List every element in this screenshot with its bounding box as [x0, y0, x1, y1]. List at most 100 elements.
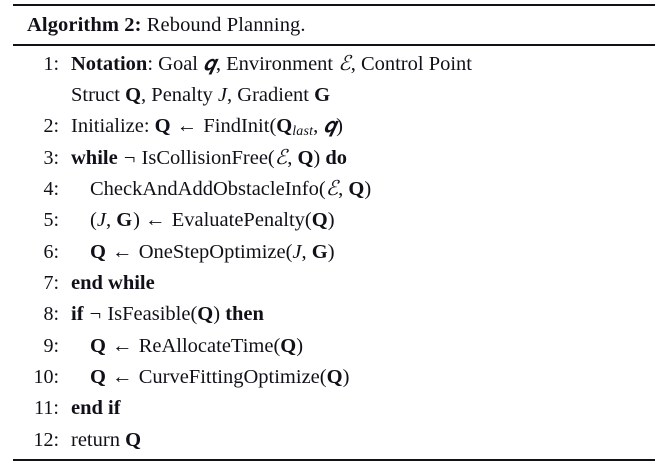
line-number: 1: [43, 52, 59, 75]
line-segment: end if [71, 397, 121, 420]
line-segment: G [314, 83, 331, 106]
line-segment: last [292, 124, 314, 140]
line-segment: Initialize: [71, 115, 155, 138]
line-segment: ) [364, 177, 372, 200]
line-segment: : Goal [147, 52, 204, 75]
line-segment: J [292, 240, 302, 263]
line-segment: ) [327, 209, 335, 232]
line-segment: ¬ [84, 303, 107, 326]
algorithm-steps: 1: Notation: Goal 𝒒, Environment ℰ, Contr… [13, 46, 655, 460]
line-number: 2: [43, 115, 59, 138]
line-segment: , [313, 115, 324, 138]
line-segment: Q [197, 303, 214, 326]
line-content: Struct Q, Penalty J, Gradient G [71, 80, 655, 111]
line-segment: Q [90, 366, 106, 389]
line-segment: ℰ [325, 177, 339, 200]
line-segment: return [71, 428, 126, 451]
title-rule [13, 43, 655, 46]
line-content: Q ← OneStepOptimize(J, G) [71, 237, 655, 268]
line-segment: G [311, 240, 328, 263]
line-segment: CurveFittingOptimize( [138, 366, 327, 389]
line-segment: do [325, 146, 347, 169]
algorithm-line: 6: Q ← OneStepOptimize(J, G) [13, 237, 655, 268]
line-segment: ) [336, 115, 343, 138]
line-segment: while [71, 146, 118, 169]
line-segment: Q [276, 115, 293, 138]
line-content: while ¬ IsCollisionFree(ℰ, Q) do [71, 143, 655, 174]
line-segment: J [96, 209, 106, 232]
algorithm-line: 10:Q ← CurveFittingOptimize(Q) [13, 362, 655, 393]
algorithm-line: 7: end while [13, 268, 655, 299]
line-number: 12: [33, 428, 59, 451]
line-segment: IsCollisionFree( [141, 146, 275, 169]
algorithm-line: 4: CheckAndAddObstacleInfo(ℰ, Q) [13, 174, 655, 205]
line-segment: IsFeasible( [107, 303, 198, 326]
line-segment: Q [326, 366, 343, 389]
line-content: Notation: Goal 𝒒, Environment ℰ, Control… [71, 49, 655, 80]
line-segment: Q [125, 83, 142, 106]
line-segment: end while [71, 272, 155, 295]
line-segment: CheckAndAddObstacleInfo( [90, 177, 326, 200]
line-segment: OneStepOptimize( [138, 240, 293, 263]
line-number: 11: [34, 397, 59, 420]
line-segment: EvaluatePenalty( [171, 209, 312, 232]
line-segment: Q [311, 209, 328, 232]
line-segment: Struct [71, 83, 126, 106]
line-segment: ( [90, 209, 97, 232]
line-segment: ← [106, 334, 138, 357]
line-number: 4: [43, 177, 59, 200]
line-segment: then [225, 303, 264, 326]
line-segment: ) [342, 366, 350, 389]
line-segment: ← [171, 115, 203, 138]
line-segment: ← [106, 366, 138, 389]
line-segment: ℰ [274, 146, 288, 169]
line-segment: 𝒒 [323, 115, 337, 138]
line-segment: , Control Point [350, 52, 472, 75]
line-segment: , [105, 209, 117, 232]
line-segment: ) [313, 146, 326, 169]
algorithm-block: Algorithm 2: Rebound Planning. 1: Notatio… [13, 4, 655, 461]
algorithm-title: Rebound Planning. [146, 14, 306, 36]
line-segment: ReAllocateTime( [138, 334, 281, 357]
line-segment: G [116, 209, 133, 232]
line-segment: , Gradient [227, 83, 315, 106]
line-segment: Q [348, 177, 365, 200]
algorithm-line: 2: Initialize: Q ← FindInit(Qlast, 𝒒) [13, 111, 655, 142]
line-content: end while [71, 268, 655, 299]
line-segment: , [287, 146, 298, 169]
line-segment: , [338, 177, 349, 200]
line-number: 6: [43, 240, 59, 263]
line-segment: , Environment [215, 52, 339, 75]
algorithm-line: 8: if ¬ IsFeasible(Q) then [13, 299, 655, 330]
line-segment: ← [106, 240, 138, 263]
line-content: Initialize: Q ← FindInit(Qlast, 𝒒) [71, 111, 655, 142]
algorithm-line: 11: end if [13, 393, 655, 424]
line-segment: , Penalty [141, 83, 218, 106]
line-segment: ) [327, 240, 335, 263]
algorithm-line: 9:Q ← ReAllocateTime(Q) [13, 331, 655, 362]
line-number: 8: [43, 303, 59, 326]
line-segment: , [301, 240, 312, 263]
line-segment: ) [213, 303, 226, 326]
line-segment: ) [296, 334, 304, 357]
algorithm-line: 1: Notation: Goal 𝒒, Environment ℰ, Contr… [13, 49, 655, 80]
algorithm-line: 5:(J, G) ← EvaluatePenalty(Q) [13, 205, 655, 236]
line-content: Q ← CurveFittingOptimize(Q) [71, 362, 655, 393]
line-segment: if [71, 303, 84, 326]
line-segment: Q [125, 428, 142, 451]
line-content: Q ← ReAllocateTime(Q) [71, 331, 655, 362]
line-number: 7: [43, 272, 59, 295]
line-segment: 𝒒 [203, 52, 216, 75]
line-content: (J, G) ← EvaluatePenalty(Q) [71, 205, 655, 236]
algorithm-caption: Algorithm 2: Rebound Planning. [13, 6, 655, 44]
line-content: CheckAndAddObstacleInfo(ℰ, Q) [71, 174, 655, 205]
line-number: 10: [33, 366, 59, 389]
line-segment: ¬ [118, 146, 141, 169]
line-number: 5: [43, 209, 59, 232]
algorithm-label: Algorithm 2: [27, 14, 142, 36]
algorithm-line: 12: return Q [13, 425, 655, 456]
algorithm-line: 3:while ¬ IsCollisionFree(ℰ, Q) do [13, 143, 655, 174]
line-segment: Q [90, 334, 106, 357]
top-rule [13, 4, 655, 6]
line-segment: FindInit( [203, 115, 277, 138]
